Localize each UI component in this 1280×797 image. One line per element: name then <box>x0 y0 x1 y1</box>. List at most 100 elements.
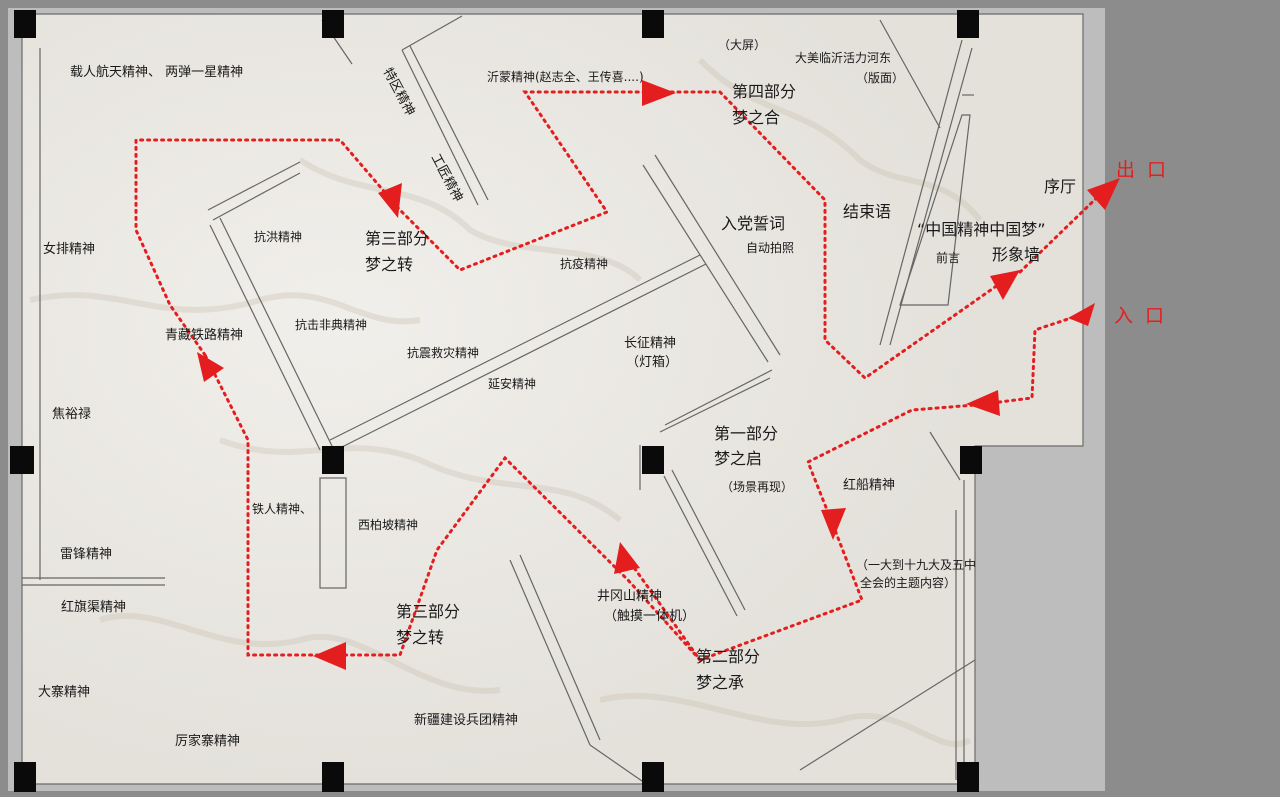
part1-title: 第一部分 <box>714 424 779 443</box>
arrow-head <box>1068 303 1095 326</box>
marble-vein <box>298 157 643 283</box>
congress-line2: 全会的主题内容） <box>860 576 957 590</box>
wall <box>663 475 738 617</box>
part2-subtitle: 梦之承 <box>696 673 745 692</box>
wall <box>335 263 707 451</box>
route-part2-segment <box>203 353 702 662</box>
spirit-jiaoyulu: 焦裕禄 <box>52 407 92 422</box>
congress-line1: （一大到十九大及五中 <box>856 558 977 572</box>
spirit-yimeng: 沂蒙精神(赵志全、王传喜....) <box>487 70 644 84</box>
spirit-xibaipo: 西柏坡精神 <box>358 518 419 532</box>
wall <box>209 224 321 451</box>
pillar <box>642 446 664 474</box>
chumo-label: （触摸一体机） <box>604 609 696 624</box>
spirit-kangyi: 抗疫精神 <box>560 257 609 271</box>
arrow-head <box>966 390 1000 416</box>
hongchuan-label: 红船精神 <box>843 478 896 493</box>
spirit-hongqiqu: 红旗渠精神 <box>61 600 127 615</box>
marble-veins <box>29 57 983 748</box>
floor-area <box>21 13 1084 785</box>
entrance-label: 入 口 <box>1114 305 1168 327</box>
banmian-label: （版面） <box>856 71 905 85</box>
part3-title: 第三部分 <box>365 229 430 248</box>
wall <box>671 469 746 611</box>
wall <box>659 377 771 433</box>
wall <box>519 554 601 741</box>
pillar <box>14 10 36 38</box>
arrow-head <box>197 352 224 382</box>
image-wall-title: “中国精神中国梦” <box>917 220 1046 239</box>
route-entrance-segment <box>618 313 1082 662</box>
wall <box>929 431 961 481</box>
arrow-head <box>313 642 346 670</box>
route-exit-segment <box>1018 183 1112 274</box>
marble-vein <box>218 437 622 523</box>
part2-title: 第二部分 <box>696 647 761 666</box>
pillar <box>642 762 664 792</box>
changzheng-label: 长征精神 <box>624 336 677 351</box>
wall <box>799 659 976 771</box>
changjing-label: （场景再现） <box>721 480 794 494</box>
part3-subtitle: 梦之转 <box>365 255 414 274</box>
arrow-head <box>1087 178 1120 210</box>
marble-vein <box>697 57 983 222</box>
pillar <box>322 10 344 38</box>
jieshuyu-label: 结束语 <box>843 202 892 221</box>
qianyan-label: 前言 <box>936 251 961 265</box>
spirit-dazhai: 大寨精神 <box>38 685 91 700</box>
spirit-lijiazhai: 厉家寨精神 <box>175 734 241 749</box>
exit-label: 出 口 <box>1116 159 1170 181</box>
pillar <box>322 446 344 474</box>
wall <box>329 254 701 441</box>
dengxiang-label: （灯箱） <box>626 355 679 370</box>
arrow-head <box>642 80 676 106</box>
jinggangshan-label: 井冈山精神 <box>597 589 663 604</box>
arrow-head <box>821 508 846 540</box>
part3b-subtitle: 梦之转 <box>396 628 445 647</box>
pillar <box>957 10 979 38</box>
wall <box>664 369 773 426</box>
marble-vein <box>599 693 972 748</box>
pillar <box>642 10 664 38</box>
wall <box>401 49 479 206</box>
pillar <box>14 762 36 792</box>
wall <box>207 161 301 211</box>
wall <box>642 164 769 363</box>
pillar <box>10 446 34 474</box>
spirit-yanan: 延安精神 <box>488 377 537 391</box>
pillar <box>960 446 982 474</box>
spirit-leifeng: 雷锋精神 <box>60 547 113 562</box>
wall <box>401 15 463 51</box>
damei-label: 大美临沂活力河东 <box>795 51 892 65</box>
pillars <box>10 10 982 792</box>
route-arrows <box>197 80 1120 670</box>
spirit-xinjiang: 新疆建设兵团精神 <box>414 713 519 728</box>
spirit-kanghong: 抗洪精神 <box>254 230 303 244</box>
spirit-kangzhen: 抗震救灾精神 <box>407 346 480 360</box>
spirit-kangji-feidian: 抗击非典精神 <box>295 318 368 332</box>
part4-title: 第四部分 <box>732 82 797 101</box>
route-part3-segment <box>134 90 652 357</box>
rudang-label: 入党誓词 <box>721 214 786 233</box>
wall <box>879 19 941 129</box>
image-wall-subtitle: 形象墙 <box>992 245 1041 264</box>
arrow-head <box>990 270 1020 300</box>
auto-photo-label: 自动拍照 <box>746 241 795 255</box>
wall <box>509 559 591 746</box>
wall <box>219 217 333 447</box>
spirit-nvpai: 女排精神 <box>43 242 96 257</box>
arrow-head <box>614 542 640 574</box>
pillar <box>322 762 344 792</box>
wall <box>899 114 971 306</box>
spirit-zairen: 载人航天精神、 两弹一星精神 <box>70 65 244 80</box>
spirit-qingzang: 青藏铁路精神 <box>165 328 244 343</box>
dapin-label: （大屏） <box>718 38 767 52</box>
route-part4-segment <box>648 90 1007 380</box>
wall <box>212 172 301 221</box>
pillar <box>957 762 979 792</box>
wall <box>879 39 963 346</box>
visitor-route <box>134 90 1112 662</box>
part4-subtitle: 梦之合 <box>732 108 781 127</box>
